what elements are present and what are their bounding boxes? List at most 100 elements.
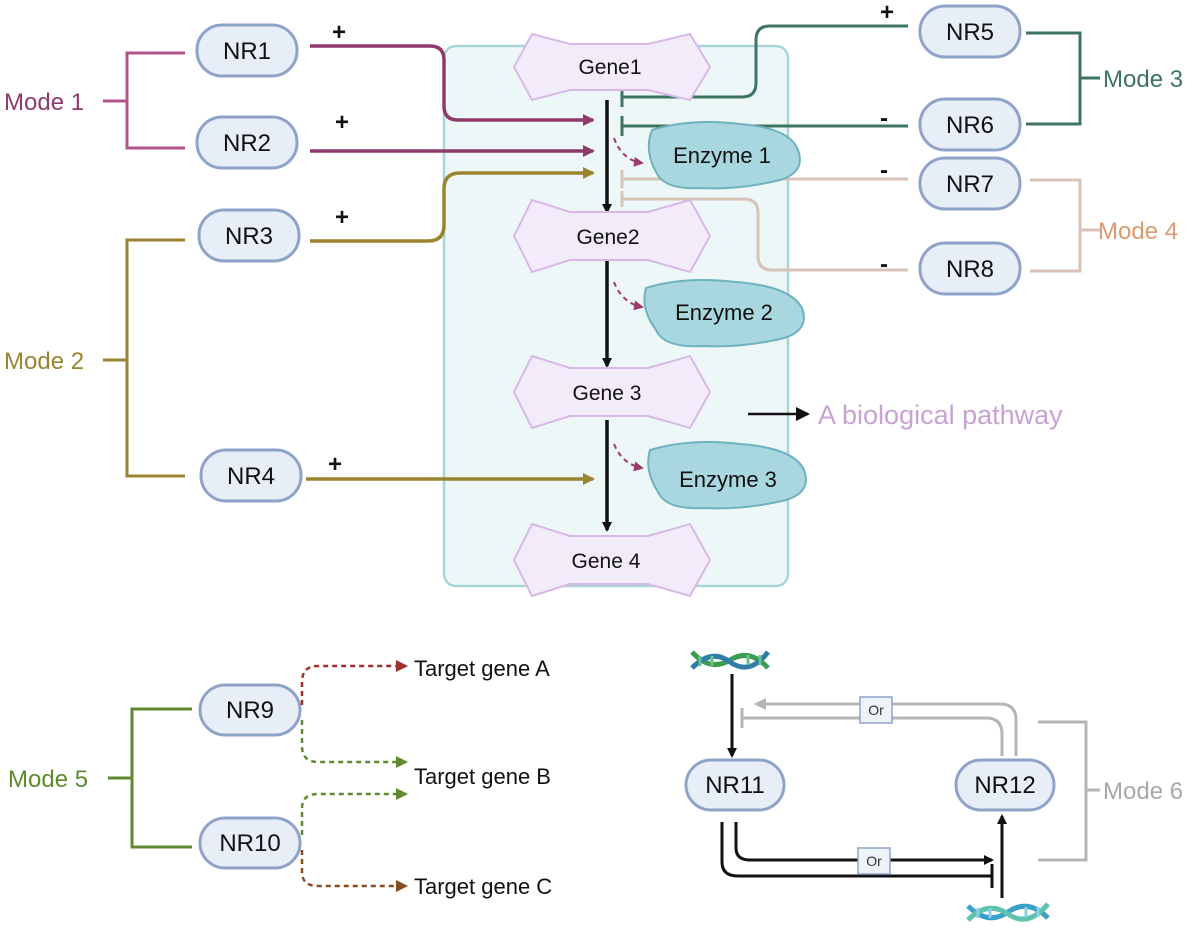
- enzyme-1-label: Enzyme 1: [673, 143, 771, 168]
- gene-4: Gene 4: [512, 522, 712, 598]
- dna-icon-strand-b: [690, 650, 770, 670]
- mode-2-bracket: [103, 238, 185, 478]
- nr1-activation-arrow: [310, 44, 595, 126]
- nr3-activation-arrow: [310, 167, 595, 243]
- dna-icon-bottom-strand-b: [966, 902, 1050, 922]
- nr1-box: [195, 23, 299, 78]
- mode-1-bracket: [103, 51, 185, 150]
- or-box-bottom: [857, 847, 891, 875]
- mode-4-group: Mode 4 - -: [620, 157, 1178, 278]
- nr8-box: [918, 241, 1022, 296]
- enzyme-2: Enzyme 2: [643, 279, 805, 348]
- nr5-label: NR5: [946, 19, 994, 46]
- nr3-label: NR3: [225, 223, 273, 250]
- nr5-sign: +: [880, 0, 894, 26]
- or-label-top: Or: [868, 702, 884, 718]
- nr7-box: [918, 156, 1022, 211]
- target-gene-a-label: Target gene A: [414, 656, 550, 681]
- nr9-box: [198, 683, 302, 737]
- gene-1: Gene1: [512, 32, 712, 102]
- nr7-node: NR7: [918, 156, 1022, 211]
- nr9-to-target-b: [300, 720, 408, 768]
- nr11-inhibition-line: [720, 822, 994, 888]
- enzyme-1: Enzyme 1: [647, 121, 801, 190]
- nr10-label: NR10: [219, 830, 280, 857]
- nr2-box: [195, 115, 299, 170]
- nr4-node: NR4: [199, 448, 303, 503]
- gene-1-shape: [512, 32, 712, 102]
- enzyme-2-shape: [643, 279, 805, 348]
- nr4-box: [199, 448, 303, 503]
- nr5-box: [918, 4, 1022, 59]
- gene-2-label: Gene2: [576, 226, 639, 249]
- mode-5-bracket: [108, 707, 192, 849]
- gene-3: Gene 3: [512, 354, 712, 430]
- nr2-sign: +: [335, 109, 349, 136]
- nr1-node: NR1: [195, 23, 299, 78]
- or-label-bottom: Or: [866, 853, 882, 869]
- enzyme-1-shape: [647, 121, 801, 190]
- mode-1-label: Mode 1: [4, 89, 84, 116]
- dna-icon: [690, 650, 770, 670]
- mode-2-label: Mode 2: [4, 348, 84, 375]
- target-gene-c-label: Target gene C: [414, 874, 552, 899]
- mode-5-label: Mode 5: [8, 766, 88, 793]
- mode-2-group: Mode 2 + +: [4, 167, 595, 485]
- target-gene-b-label: Target gene B: [414, 764, 551, 789]
- nr4-label: NR4: [227, 463, 275, 490]
- gene-4-shape: [512, 522, 712, 598]
- enzyme-3-shape: [647, 441, 807, 510]
- nr6-node: NR6: [918, 97, 1022, 152]
- mode-3-label: Mode 3: [1103, 66, 1183, 93]
- nr8-node: NR8: [918, 241, 1022, 296]
- nr9-label: NR9: [226, 697, 274, 724]
- nr4-sign: +: [328, 451, 342, 478]
- nr8-inhibition-line: [620, 191, 908, 272]
- nr1-sign: +: [332, 19, 346, 46]
- mode-1-group: Mode 1 + +: [4, 19, 595, 157]
- nr3-node: NR3: [197, 208, 301, 263]
- mode-6-bracket: [1038, 720, 1100, 862]
- gene-2-shape: [512, 198, 712, 274]
- nr8-label: NR8: [946, 256, 994, 283]
- gene-2: Gene2: [512, 198, 712, 274]
- nr8-sign: -: [880, 251, 888, 278]
- gene-3-shape: [512, 354, 712, 430]
- mode-6-group: Or Or NR11 NR12 Mode 6: [684, 650, 1183, 922]
- nr12-box: [954, 758, 1056, 812]
- nr11-label: NR11: [705, 772, 765, 799]
- mode-4-label: Mode 4: [1098, 218, 1178, 245]
- nr12-label: NR12: [974, 772, 1035, 799]
- pathway-label: A biological pathway: [818, 400, 1063, 430]
- gene-1-label: Gene1: [578, 56, 641, 79]
- gene-3-label: Gene 3: [573, 382, 642, 405]
- nr6-sign: -: [880, 105, 888, 132]
- nr7-sign: -: [880, 157, 888, 184]
- nr1-label: NR1: [223, 38, 271, 65]
- mode-4-bracket: [1030, 178, 1100, 273]
- mode-3-group: Mode 3 + -: [620, 0, 1183, 136]
- mode-5-group: Mode 5 NR9 NR10 Target gene A Target gen…: [8, 656, 552, 899]
- gene-4-label: Gene 4: [572, 550, 641, 573]
- nr10-box: [198, 816, 302, 870]
- nr5-node: NR5: [918, 4, 1022, 59]
- nr3-box: [197, 208, 301, 263]
- nr11-activation-arrow: [734, 822, 994, 865]
- or-box-top: [859, 696, 893, 724]
- nr6-box: [918, 97, 1022, 152]
- gene2-to-enzyme2-dashed: [613, 281, 644, 311]
- nr9-to-target-a: [300, 660, 408, 705]
- dna-icon-bottom: [966, 902, 1050, 922]
- nr11-box: [684, 758, 786, 812]
- gene3-to-enzyme3-dashed: [613, 443, 644, 472]
- nr3-sign: +: [335, 204, 349, 231]
- enzyme-2-label: Enzyme 2: [675, 300, 773, 325]
- enzyme-3: Enzyme 3: [647, 441, 807, 510]
- nr6-label: NR6: [946, 112, 994, 139]
- gene1-to-enzyme1-dashed: [613, 137, 644, 167]
- nr12-feedback-inhibit: [740, 708, 1004, 756]
- mode-3-bracket: [1026, 31, 1100, 126]
- nr10-to-target-b: [300, 788, 408, 835]
- nr2-label: NR2: [223, 130, 271, 157]
